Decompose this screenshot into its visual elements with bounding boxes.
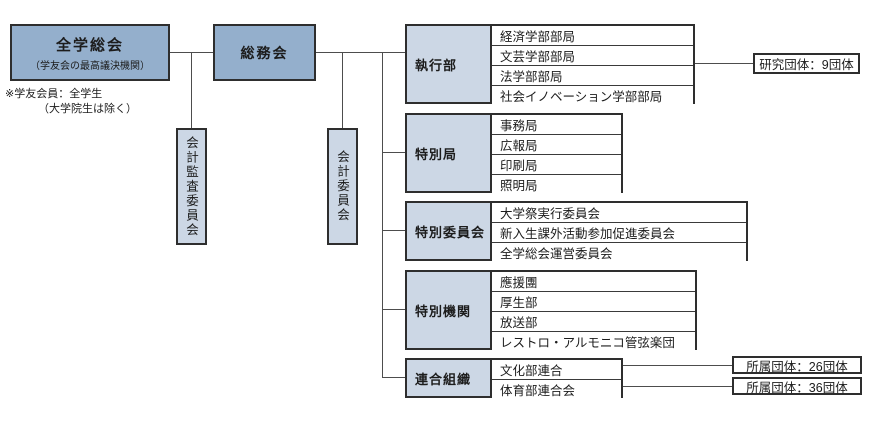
connector-to-cultural-count (623, 365, 732, 366)
org-unit: 社会イノベーション学部部局 (492, 86, 693, 105)
connector-branch-federations (383, 377, 405, 378)
group-special-organs-label: 特別機関 (407, 272, 492, 348)
connector-to-sports-count (623, 386, 732, 387)
general-assembly-title: 全学総会 (55, 36, 124, 54)
org-unit: 文化部連合 (492, 360, 621, 380)
org-unit: 文芸学部部局 (492, 46, 693, 66)
membership-note-line1: ※学友会員：全学生 (5, 88, 103, 100)
connector-to-research-groups (695, 63, 753, 64)
org-unit: 厚生部 (492, 292, 695, 312)
group-federations-rows: 文化部連合 体育部連合会 (492, 360, 621, 399)
connector-branch-special-bureaus (383, 152, 405, 153)
group-special-bureaus-rows: 事務局 広報局 印刷局 照明局 (492, 115, 621, 194)
org-unit: 法学部部局 (492, 66, 693, 86)
org-unit: 大学祭実行委員会 (492, 203, 746, 223)
general-affairs-council-label: 総務会 (240, 44, 289, 61)
connector-drop-audit (191, 53, 192, 128)
group-special-organs: 特別機関 應援團 厚生部 放送部 レストロ・アルモニコ管弦楽団 (405, 270, 697, 351)
org-unit: 新入生課外活動参加促進委員会 (492, 223, 746, 243)
group-special-organs-rows: 應援團 厚生部 放送部 レストロ・アルモニコ管弦楽団 (492, 272, 695, 351)
research-groups-box: 研究団体：9団体 (753, 53, 860, 74)
org-unit: 印刷局 (492, 155, 621, 175)
group-special-committees: 特別委員会 大学祭実行委員会 新入生課外活動参加促進委員会 全学総会運営委員会 (405, 201, 748, 262)
group-special-committees-rows: 大学祭実行委員会 新入生課外活動参加促進委員会 全学総会運営委員会 (492, 203, 746, 262)
general-assembly-box: 全学総会 （学友会の最高議決機関） (10, 24, 170, 81)
org-unit: 全学総会運営委員会 (492, 243, 746, 262)
connector-root-to-somukai (170, 52, 213, 53)
group-federations-label: 連合組織 (407, 360, 492, 396)
group-federations: 連合組織 文化部連合 体育部連合会 (405, 358, 623, 399)
org-unit: 照明局 (492, 175, 621, 194)
accounting-committee-box: 会計委員会 (327, 128, 358, 245)
org-unit: レストロ・アルモニコ管弦楽団 (492, 332, 695, 351)
org-unit: 経済学部部局 (492, 26, 693, 46)
org-unit: 事務局 (492, 115, 621, 135)
sports-federation-count-box: 所属団体：36団体 (732, 377, 862, 395)
audit-committee-box: 会計監査委員会 (176, 128, 207, 245)
general-assembly-subtitle: （学友会の最高議決機関） (30, 60, 150, 72)
connector-spine (382, 53, 383, 378)
group-special-bureaus-label: 特別局 (407, 115, 492, 191)
cultural-federation-count-box: 所属団体：26団体 (732, 356, 862, 374)
org-unit: 應援團 (492, 272, 695, 292)
membership-note-line2: （大学院生は除く） (38, 102, 137, 115)
general-affairs-council-box: 総務会 (213, 24, 316, 81)
org-unit: 広報局 (492, 135, 621, 155)
connector-branch-special-committees (383, 230, 405, 231)
group-executive-rows: 経済学部部局 文芸学部部局 法学部部局 社会イノベーション学部部局 (492, 26, 693, 105)
connector-branch-special-organs (383, 309, 405, 310)
connector-somukai-to-executive (316, 52, 405, 53)
group-special-committees-label: 特別委員会 (407, 203, 492, 259)
org-unit: 放送部 (492, 312, 695, 332)
group-special-bureaus: 特別局 事務局 広報局 印刷局 照明局 (405, 113, 623, 194)
connector-drop-accounting (342, 53, 343, 128)
group-executive: 執行部 経済学部部局 文芸学部部局 法学部部局 社会イノベーション学部部局 (405, 24, 695, 105)
group-executive-label: 執行部 (407, 26, 492, 102)
membership-note: ※学友会員：全学生 （大学院生は除く） (5, 87, 137, 117)
org-unit: 体育部連合会 (492, 380, 621, 399)
